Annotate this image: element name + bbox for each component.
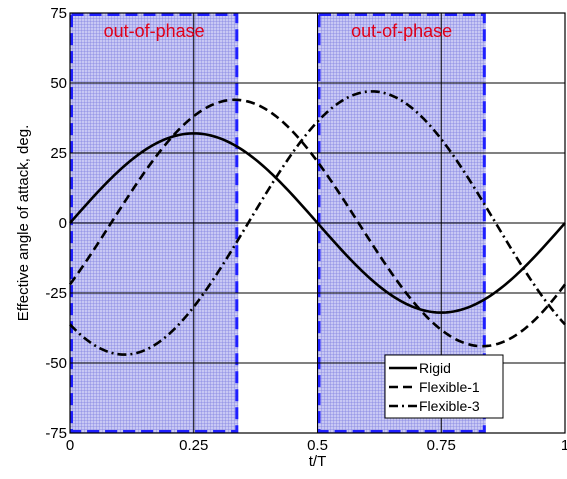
y-axis-label: Effective angle of attack, deg.: [15, 125, 32, 322]
y-tick-label-6: -75: [45, 425, 67, 442]
x-tick-label-4: 1: [561, 437, 567, 454]
series-line-flexible-1: [68, 98, 567, 348]
y-tick-label-3: 0: [59, 215, 67, 232]
region-labels: out-of-phase out-of-phase: [104, 21, 453, 41]
y-tick-label-0: 75: [50, 5, 67, 22]
y-tick-label-1: 50: [50, 75, 67, 92]
region-label-0: out-of-phase: [104, 21, 205, 41]
x-tick-label-2: 0.5: [307, 437, 328, 454]
legend-label-2: Flexible-3: [419, 398, 480, 414]
series-line-flexible-3: [69, 90, 566, 356]
legend-label-0: Rigid: [419, 360, 451, 376]
tick-labels: 0 0.25 0.5 0.75 1 75 50 25 0 -25 -50 -75: [45, 5, 567, 454]
x-tick-label-3: 0.75: [427, 437, 456, 454]
x-tick-label-0: 0: [66, 437, 74, 454]
x-tick-label-1: 0.25: [179, 437, 208, 454]
x-axis-label: t/T: [309, 453, 327, 470]
plot-frame: [69, 12, 566, 434]
region-label-1: out-of-phase: [351, 21, 452, 41]
series-lines: [68, 90, 567, 356]
series-line-rigid: [69, 132, 566, 314]
legend-box: [384, 354, 504, 419]
y-tick-label-4: -25: [45, 285, 67, 302]
y-tick-label-5: -50: [45, 355, 67, 372]
y-tick-label-2: 25: [50, 145, 67, 162]
legend-label-1: Flexible-1: [419, 379, 480, 395]
